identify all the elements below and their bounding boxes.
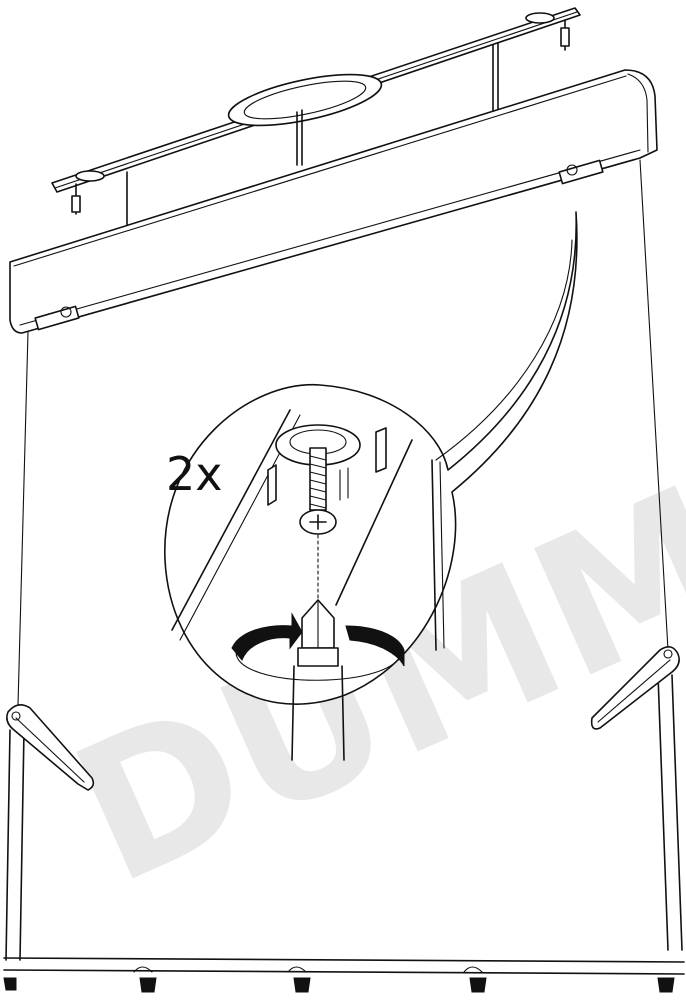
screwdriver: [291, 599, 345, 761]
right-folding-arm: [590, 646, 680, 730]
ceiling-bracket: [51, 7, 581, 226]
left-end-clip: [34, 305, 80, 331]
left-folding-arm: [6, 704, 95, 791]
detail-callout: [164, 211, 578, 761]
rotate-clockwise-arrow: [231, 612, 405, 681]
roller-housing: [9, 69, 658, 334]
right-end-clip: [558, 159, 604, 185]
screen-frame: [3, 159, 685, 993]
screw: [299, 447, 337, 535]
quantity-label: 2x: [166, 447, 223, 501]
